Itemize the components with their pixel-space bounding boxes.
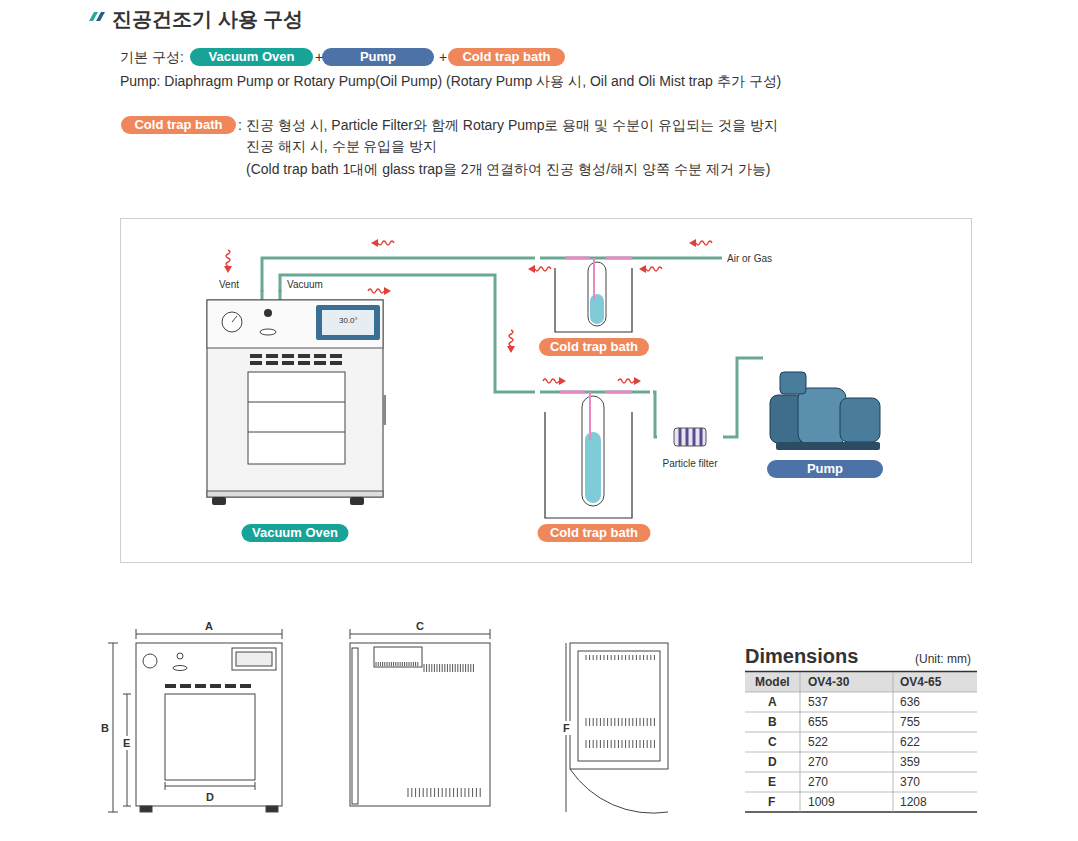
- table-cell: 622: [900, 734, 920, 750]
- dimension-letter: E: [122, 736, 131, 750]
- equipment-node: Pump: [763, 352, 887, 478]
- vacuum-oven-drawing: [207, 290, 386, 505]
- pill-text: Pump: [322, 48, 434, 66]
- cold-trap-drawings: [540, 258, 722, 518]
- note-text: 진공 해지 시, 수분 유입을 방지: [246, 137, 437, 155]
- note-text: +: [315, 48, 323, 66]
- vent-patterns: [376, 655, 654, 797]
- pill-text: Vacuum Oven: [190, 48, 313, 66]
- table-cell: 537: [808, 694, 828, 710]
- table-cell: E: [768, 774, 776, 790]
- table-cell: B: [768, 714, 777, 730]
- label-pill: Cold trap bath: [448, 48, 565, 66]
- dimension-letter: C: [416, 619, 424, 633]
- table-cell: D: [768, 754, 777, 770]
- pill-text: Cold trap bath: [448, 48, 565, 66]
- table-cell: F: [768, 794, 775, 810]
- table-cell: 655: [808, 714, 828, 730]
- filter-node: Particle filter: [657, 425, 723, 470]
- table-cell: 359: [900, 754, 920, 770]
- note-text: Air or Gas: [727, 252, 772, 265]
- table-cell: A: [768, 694, 777, 710]
- pill-text: Cold trap bath: [539, 338, 649, 356]
- note-text: +: [439, 48, 447, 66]
- pill-text: Vacuum Oven: [242, 524, 349, 542]
- dimension-letter: D: [206, 790, 214, 804]
- table-cell: 636: [900, 694, 920, 710]
- equipment-node: Cold trap bath: [535, 384, 653, 542]
- table-cell: OV4-30: [808, 674, 849, 690]
- note-text: 30.0°: [339, 316, 358, 326]
- dimension-letter: F: [562, 721, 571, 735]
- label-pill: Pump: [322, 48, 434, 66]
- note-text: 기본 구성:: [120, 48, 184, 66]
- label-pill: Vacuum Oven: [190, 48, 313, 66]
- table-cell: 755: [900, 714, 920, 730]
- pump-drawing: [770, 372, 880, 450]
- table-cell: OV4-65: [900, 674, 941, 690]
- particle-filter-drawing: [674, 428, 706, 446]
- note-text: (Cold trap bath 1대에 glass trap을 2개 연결하여 …: [246, 160, 770, 178]
- pipe-connector: [280, 275, 535, 392]
- note-text: Vent: [219, 278, 239, 291]
- table-cell: 522: [808, 734, 828, 750]
- label-pill: Cold trap bath: [121, 116, 236, 134]
- note-text: (Unit: mm): [915, 651, 971, 667]
- table-cell: C: [768, 734, 777, 750]
- table-cell: 1009: [808, 794, 835, 810]
- title-icon: [89, 12, 105, 21]
- table-cell: 270: [808, 774, 828, 790]
- pill-text: Cold trap bath: [538, 524, 651, 542]
- equipment-node: Cold trap bath: [535, 250, 653, 356]
- dimension-drawings: [108, 629, 668, 813]
- note-text: : 진공 형성 시, Particle Filter와 함께 Rotary Pu…: [238, 116, 778, 134]
- pipe-connector: [723, 358, 763, 437]
- filter-label: Particle filter: [662, 458, 717, 470]
- dimension-table: [745, 672, 977, 813]
- dimension-letter: B: [100, 721, 110, 735]
- note-text: Vacuum: [287, 278, 323, 291]
- table-cell: 370: [900, 774, 920, 790]
- flow-arrows: [224, 239, 712, 385]
- pill-text: Cold trap bath: [121, 116, 236, 134]
- note-text: Pump: Diaphragm Pump or Rotary Pump(Oil …: [120, 72, 781, 90]
- table-cell: Model: [755, 674, 790, 690]
- dimension-letter: A: [205, 619, 213, 633]
- diagram-frame: [121, 219, 972, 563]
- pill-text: Pump: [767, 460, 883, 478]
- table-cell: 1208: [900, 794, 927, 810]
- equipment-node: Vacuum Oven: [200, 292, 390, 542]
- page-title: 진공건조기 사용 구성: [112, 6, 303, 33]
- pipe-connector: [653, 392, 657, 437]
- table-cell: 270: [808, 754, 828, 770]
- note-text: Dimensions: [745, 643, 858, 669]
